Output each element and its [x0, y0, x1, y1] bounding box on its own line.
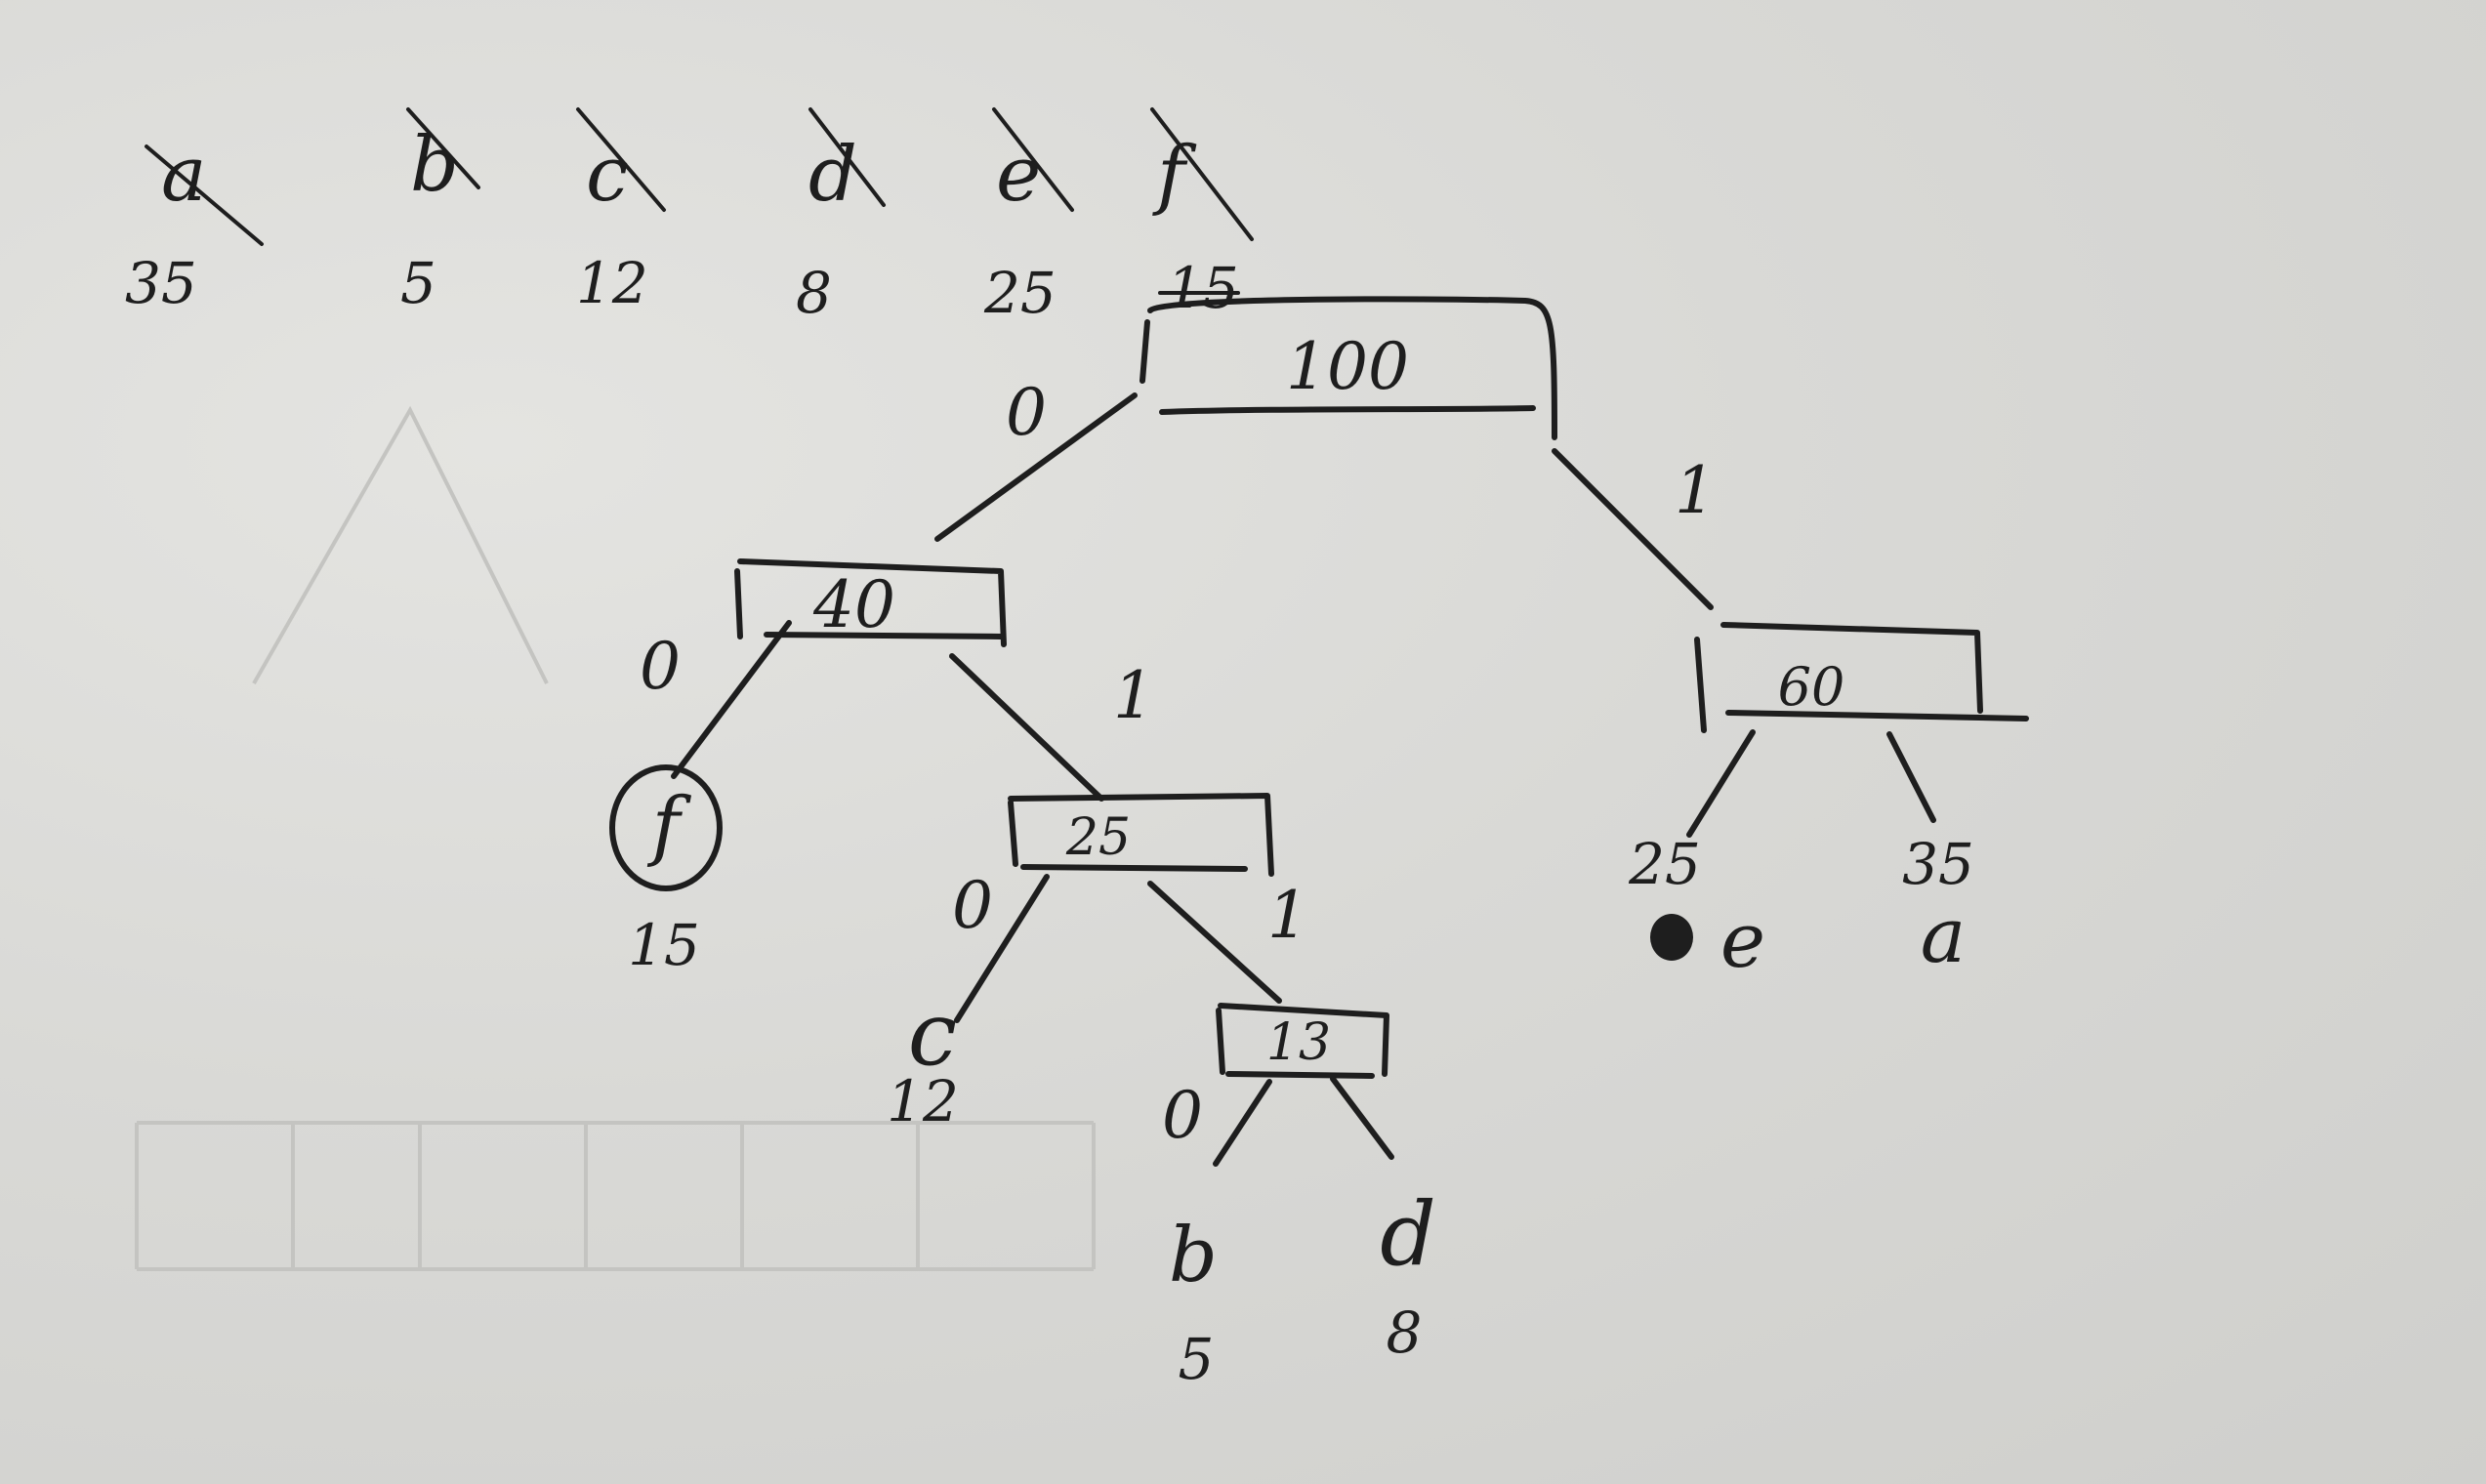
leaf-d-weight: 8: [1387, 1299, 1423, 1366]
bit-13-left: 0: [1162, 1078, 1203, 1153]
edge-root-left: [934, 392, 1138, 542]
strike-c: [576, 107, 666, 212]
symbol-row: a 35 b 5 c 12 d 8 e 25 f 15: [125, 107, 1254, 326]
leaf-f-circle: [609, 764, 723, 891]
leaf-e-weight: 25: [1628, 831, 1701, 897]
leaf-c-label: c: [908, 983, 957, 1086]
weight-b: 5: [400, 250, 436, 316]
symbol-a: a: [161, 131, 207, 219]
node-25-value: 25: [1065, 808, 1131, 867]
node-40-value: 40: [812, 567, 895, 642]
scribbled-mark: [1650, 914, 1693, 961]
leaf-b-weight: 5: [1179, 1326, 1215, 1392]
weight-d: 8: [796, 260, 832, 326]
bit-25-left: 0: [952, 868, 993, 943]
leaf-c: c 12: [887, 983, 959, 1134]
strike-d: [808, 107, 886, 207]
node-60: 60: [1694, 622, 2029, 733]
weight-a: 35: [125, 250, 197, 316]
bit-40-left: 0: [640, 629, 681, 704]
edge-40-25: [949, 653, 1104, 802]
leaf-f-label: f: [647, 782, 692, 870]
symbol-f: f: [1152, 131, 1197, 219]
symbol-b: b: [410, 121, 459, 209]
node-13-value: 13: [1266, 1013, 1331, 1072]
show-through-marks: [135, 405, 1096, 1271]
node-60-value: 60: [1778, 656, 1845, 718]
symbol-d: d: [808, 131, 857, 219]
strike-a: [145, 144, 264, 246]
edge-13-d: [1330, 1076, 1394, 1160]
bit-root-right: 1: [1675, 453, 1716, 528]
leaf-a-label: a: [1921, 892, 1967, 980]
leaf-d: d 8: [1380, 1183, 1436, 1366]
node-13: 13: [1216, 1003, 1389, 1079]
edge-60-e: [1686, 729, 1756, 838]
leaf-f-weight: 15: [628, 912, 700, 978]
leaf-a: 35 a: [1902, 831, 1974, 980]
edge-25-13: [1147, 881, 1282, 1004]
node-40: 40: [734, 558, 1007, 647]
leaf-f: f 15: [609, 764, 723, 978]
edge-bits: 0 1 0 1 0 1 0: [640, 375, 1716, 1153]
weight-f: 15: [1167, 255, 1239, 321]
leaf-a-weight: 35: [1902, 831, 1974, 897]
leaf-e-label: e: [1720, 897, 1765, 985]
edge-root-right: [1552, 448, 1714, 610]
edge-40-f: [671, 620, 792, 779]
tree-edges: [671, 392, 1936, 1167]
leaf-c-weight: 12: [887, 1068, 959, 1134]
leaf-e: 25 e: [1628, 831, 1765, 985]
edge-13-b: [1213, 1079, 1272, 1167]
edge-60-a: [1886, 731, 1936, 823]
leaf-b: b 5: [1169, 1212, 1218, 1392]
bit-25-right: 1: [1267, 878, 1308, 953]
node-root: 100: [1139, 296, 1557, 440]
strike-b: [406, 107, 480, 189]
node-25: 25: [1008, 793, 1274, 877]
edge-25-c: [954, 874, 1050, 1023]
weight-e: 25: [983, 260, 1057, 326]
leaf-d-label: d: [1380, 1183, 1436, 1286]
strike-e: [992, 107, 1074, 212]
bit-root-left: 0: [1006, 375, 1047, 450]
weight-c: 12: [576, 250, 648, 316]
bit-40-right: 1: [1113, 658, 1154, 733]
node-root-value: 100: [1286, 329, 1409, 404]
symbol-e: e: [996, 131, 1041, 219]
strike-f: [1150, 107, 1254, 241]
leaf-b-label: b: [1169, 1212, 1218, 1299]
